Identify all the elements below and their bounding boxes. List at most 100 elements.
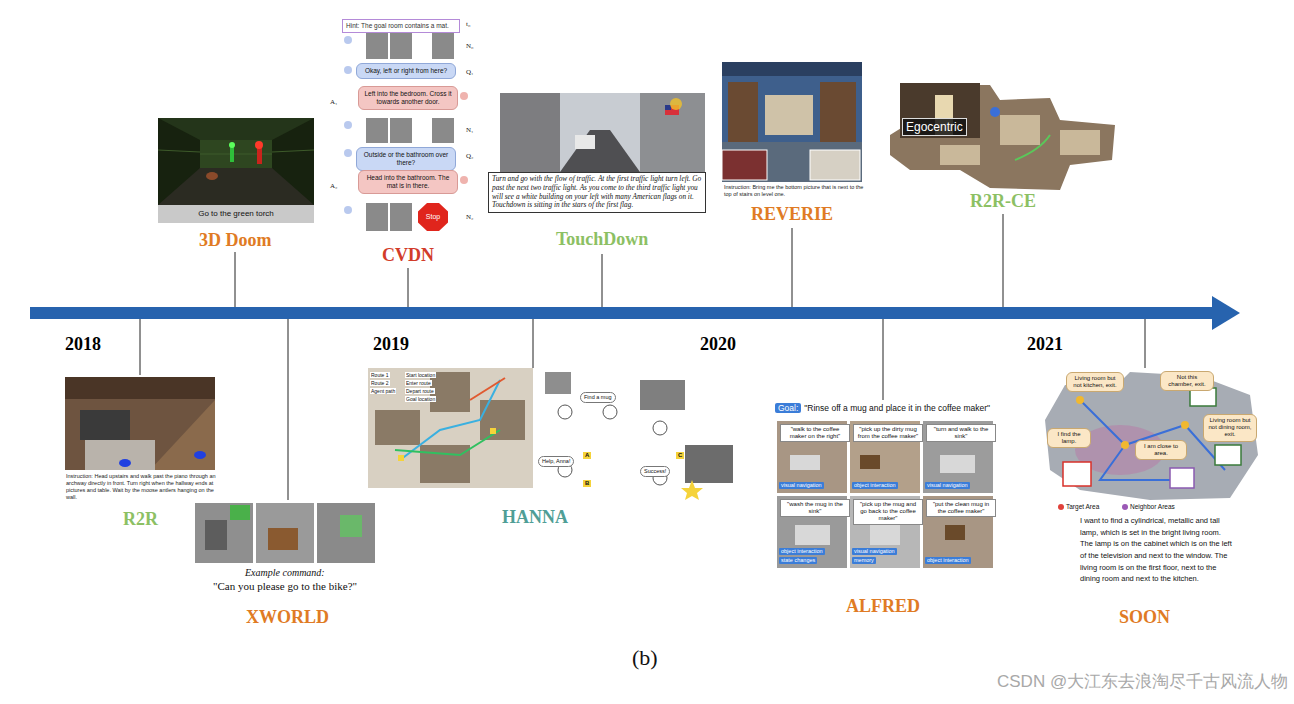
dataset-name: TouchDown <box>556 229 648 251</box>
route-label: Route 1 <box>370 372 390 378</box>
box-text: Not this chamber, exit. <box>1168 374 1205 387</box>
box-text: "Rinse off a mug and place it in the cof… <box>804 403 990 413</box>
legend-swatch <box>1122 504 1128 510</box>
cvdn-image <box>344 33 468 231</box>
box-text: Okay, left or right from here? <box>365 67 447 74</box>
year-label: 2018 <box>65 334 101 356</box>
year-label: 2019 <box>373 334 409 356</box>
box-text: Stop <box>426 213 440 221</box>
stop-sign: Stop <box>418 203 448 231</box>
speech-bubble: I find the lamp. <box>1047 428 1091 448</box>
route-label: Depart route <box>405 388 435 394</box>
legend-row: Neighbor Areas <box>1122 503 1175 510</box>
command-bar: Go to the green torch <box>158 205 314 223</box>
subfigure-label: (b) <box>632 645 658 671</box>
r2rce-image <box>890 83 1115 190</box>
dataset-name: R2R <box>123 509 158 531</box>
speech-bubble: Living room but not kitchen, exit. <box>1066 372 1124 392</box>
box-text: Success! <box>644 468 666 474</box>
box-text: I find the lamp. <box>1057 431 1080 444</box>
tick-lines <box>140 214 1145 500</box>
skill-tag: memory <box>852 557 876 564</box>
answer-bubble: Head into the bathroom. The mat is in th… <box>358 170 458 194</box>
step-caption: "pick up the mug and go back to the coff… <box>853 499 923 525</box>
point-letter: C <box>676 452 684 459</box>
dataset-name: SOON <box>1119 607 1170 629</box>
symbol-label: N₁ <box>466 126 474 134</box>
question-bubble: Okay, left or right from here? <box>356 63 456 79</box>
skill-tag: visual navigation <box>925 482 970 489</box>
reverie-image <box>722 62 862 182</box>
box-text: object interaction <box>781 548 823 554</box>
speech-bubble: I am close to area. <box>1135 440 1187 460</box>
box-heading: Goal: <box>775 403 801 413</box>
box-text: Find a mug <box>584 394 612 400</box>
box-text: Living room but not kitchen, exit. <box>1073 375 1116 388</box>
speech-bubble: Not this chamber, exit. <box>1160 371 1214 391</box>
symbol-label: A₂ <box>330 182 338 190</box>
step-caption: "turn and walk to the sink" <box>926 424 996 442</box>
xworld-image <box>195 503 375 563</box>
dataset-name: 3D Doom <box>199 230 272 252</box>
dataset-name: XWORLD <box>246 607 329 629</box>
question-bubble: Outside or the bathroom over there? <box>356 147 456 171</box>
touchdown-image <box>500 93 705 172</box>
box-text: Hint: The goal room contains a mat. <box>346 22 449 29</box>
doom-image <box>158 118 314 205</box>
route-label: Agent path <box>370 388 396 394</box>
dataset-name: R2R-CE <box>970 191 1036 213</box>
route-label: Start location <box>405 372 436 378</box>
r2r-image <box>65 377 215 470</box>
speech-bubble: Find a mug <box>580 392 616 403</box>
symbol-label: Q₁ <box>466 68 474 76</box>
box-text: Head into the bathroom. The mat is in th… <box>367 174 450 189</box>
timeline-head <box>1212 296 1240 330</box>
answer-bubble: Left into the bedroom. Cross it towards … <box>358 86 458 110</box>
skill-tag: object interaction <box>852 482 898 489</box>
box-text: visual navigation <box>781 482 822 488</box>
skill-tag: object interaction <box>779 548 825 555</box>
legend-text: Target Area <box>1066 503 1099 510</box>
skill-tag: object interaction <box>925 557 971 564</box>
route-label: Enter route <box>405 380 432 386</box>
instruction-text: Instruction: Head upstairs and walk past… <box>66 473 216 501</box>
symbol-label: N₂ <box>466 213 474 221</box>
instruction-box: Turn and go with the flow of traffic. At… <box>488 172 706 213</box>
box-text: Help, Anna! <box>542 458 570 464</box>
step-caption: "walk to the coffee maker on the right" <box>780 424 850 442</box>
box-text: visual navigation <box>927 482 968 488</box>
box-text: Go to the green torch <box>198 209 274 218</box>
box-text: object interaction <box>927 557 969 563</box>
skill-tag: state changes <box>779 557 817 564</box>
box-text: Outside or the bathroom over there? <box>364 151 449 166</box>
speech-bubble: Success! <box>640 466 670 477</box>
timeline-bar <box>30 307 1214 319</box>
hint-box: Hint: The goal room contains a mat. <box>342 19 460 33</box>
box-text: Left into the bedroom. Cross it towards … <box>364 90 451 105</box>
step-caption: "wash the mug in the sink" <box>780 499 850 517</box>
dataset-name: REVERIE <box>751 204 833 226</box>
symbol-label: Q₂ <box>466 152 474 160</box>
year-label: 2021 <box>1027 334 1063 356</box>
legend-text: Neighbor Areas <box>1130 503 1175 510</box>
dataset-name: CVDN <box>382 245 434 267</box>
box-text: Egocentric <box>906 120 963 134</box>
symbol-label: A₁ <box>330 98 338 106</box>
legend-row: Target Area <box>1058 503 1099 510</box>
route-label: Goal location <box>405 396 436 402</box>
step-caption: "put the clean mug in the coffee maker" <box>926 499 996 517</box>
hanna-image <box>368 368 733 500</box>
legend-swatch <box>1058 504 1064 510</box>
dataset-name: HANNA <box>502 507 568 529</box>
command-text: "Can you please go to the bike?" <box>213 580 357 593</box>
skill-tag: visual navigation <box>779 482 824 489</box>
year-label: 2020 <box>700 334 736 356</box>
view-label-box: Egocentric <box>902 118 967 136</box>
speech-bubble: Living room but not dining room, exit. <box>1203 414 1257 442</box>
command-label: Example command: <box>245 567 325 579</box>
box-text: Turn and go with the flow of traffic. At… <box>492 174 701 209</box>
box-text: Living room but not dining room, exit. <box>1208 417 1251 437</box>
alfred-image <box>777 421 993 568</box>
symbol-label: N₀ <box>466 42 474 50</box>
